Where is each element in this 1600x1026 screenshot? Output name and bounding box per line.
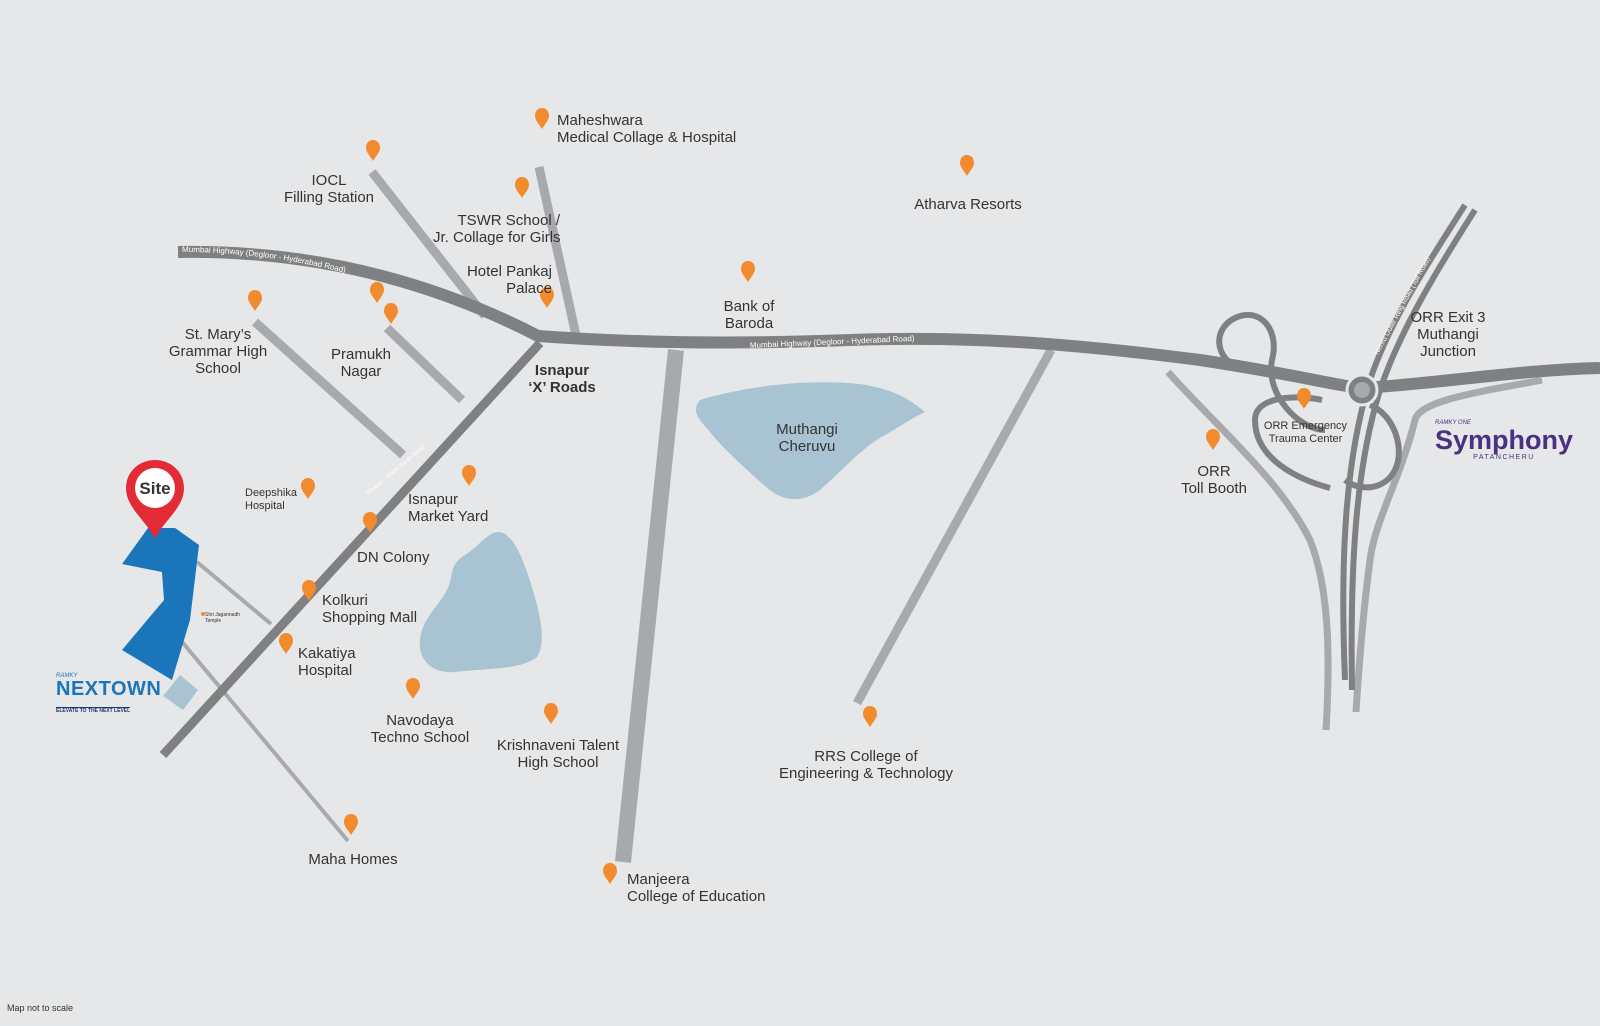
orr-interchange [1165, 203, 1543, 731]
deepshika-pin[interactable] [301, 478, 315, 499]
rrs-road [853, 347, 1055, 706]
tswr-label[interactable]: TSWR School /Jr. Collage for Girls [433, 212, 561, 246]
dn-colony-pin[interactable] [363, 512, 377, 533]
maha-homes-pin[interactable] [344, 814, 358, 835]
site-pin-label: Site [139, 479, 170, 498]
kakatiya-pin[interactable] [279, 633, 293, 654]
hotel-pankaj-pin[interactable] [540, 287, 554, 308]
map-scale-note: Map not to scale [7, 1003, 74, 1013]
bank-of-baroda-pin[interactable] [741, 261, 755, 282]
pramukh-pin-1[interactable] [370, 282, 384, 303]
krishnaveni-pin[interactable] [544, 703, 558, 724]
maheshwara-road [534, 166, 582, 341]
site-annex [163, 675, 198, 710]
atharva-pin[interactable] [960, 155, 974, 176]
isnapur-market-pin[interactable] [462, 465, 476, 486]
symphony-logo: RAMKY ONE Symphony PATANCHERU [1435, 420, 1574, 461]
manjeera-road [615, 349, 684, 863]
site-area [122, 528, 199, 680]
orr-emergency-pin[interactable] [1297, 388, 1311, 409]
tswr-pin[interactable] [515, 177, 529, 198]
site-link-road [195, 560, 273, 626]
iocl-road [368, 169, 489, 319]
site-pin[interactable] [126, 460, 184, 539]
dn-colony-label[interactable]: DN Colony [357, 549, 430, 566]
navodaya-pin[interactable] [406, 678, 420, 699]
manjeera-pin[interactable] [603, 863, 617, 884]
st-marys-pin[interactable] [248, 290, 262, 311]
isnapur-x-roads-label[interactable]: Isnapur‘X’ Roads [528, 362, 596, 396]
iocl-pin[interactable] [366, 140, 380, 161]
st-marys-road [251, 318, 407, 459]
muthangi-cheruvu-lake [695, 382, 925, 500]
maha-homes-road [176, 635, 350, 843]
kolkuri-pin[interactable] [302, 580, 316, 601]
isnapur-indira-karan-road [159, 339, 544, 759]
orr-toll-pin[interactable] [1206, 429, 1220, 450]
jagannath-temple-pin[interactable] [201, 612, 205, 616]
rrs-college-pin[interactable] [863, 706, 877, 727]
pramukh-pin-2[interactable] [384, 303, 398, 324]
maha-homes-label[interactable]: Maha Homes [308, 851, 398, 868]
nextown-logo: RAMKY NEXTOWN ELEVATE TO THE NEXT LEVEL [56, 673, 162, 714]
pramukh-road [383, 324, 466, 404]
atharva-label[interactable]: Atharva Resorts [914, 196, 1022, 213]
maheshwara-pin[interactable] [535, 108, 549, 129]
isnapur-lake [419, 532, 542, 673]
